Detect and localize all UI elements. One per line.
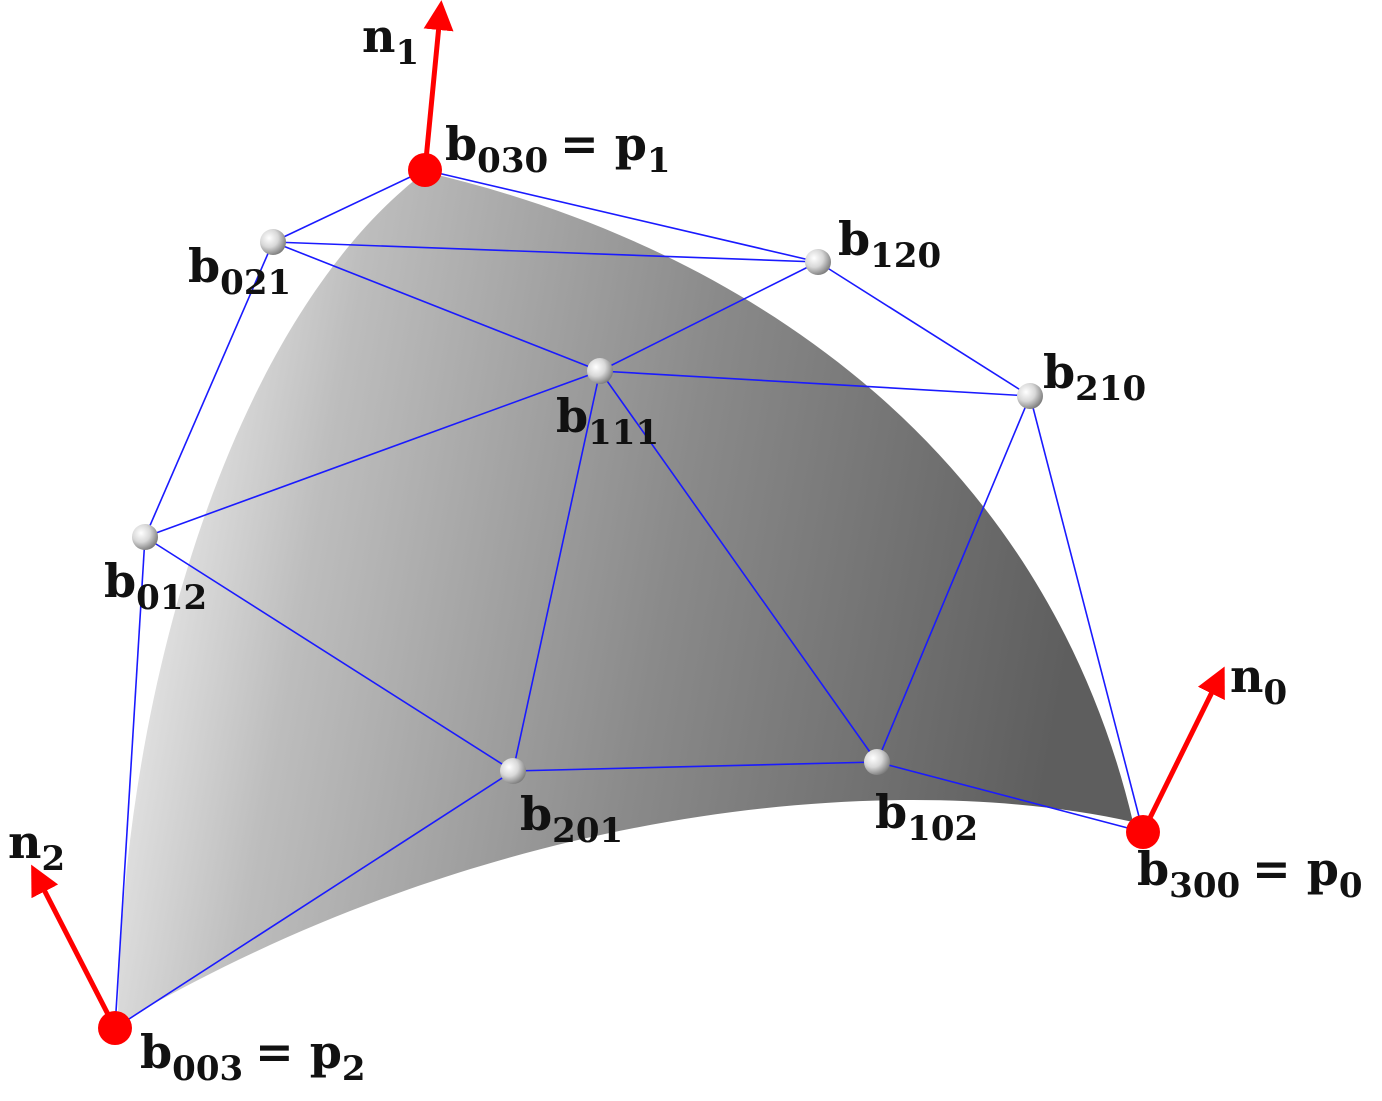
- control-net-edge-b210-b300: [1029, 395, 1144, 833]
- control-net-edge-b012-b201: [144, 536, 514, 772]
- label-main: b: [445, 117, 477, 171]
- label-main: b: [875, 785, 907, 839]
- normal-label-n2: n2: [8, 815, 65, 879]
- label-equals: = p: [560, 117, 647, 171]
- label-main: b: [1137, 842, 1169, 896]
- control-net-edge-b201-b003: [114, 770, 514, 1029]
- point-label-b300: b300 = p0: [1137, 842, 1363, 906]
- label-subscript: 102: [907, 809, 978, 849]
- control-net-edge-b111-b201: [512, 370, 601, 772]
- point-label-b102: b102: [875, 785, 978, 849]
- control-point-b210: [1017, 383, 1043, 409]
- label-subscript: 111: [588, 413, 659, 453]
- normal-arrow-n1: [422, 0, 454, 171]
- point-label-b120: b120: [838, 212, 941, 276]
- control-net-edge-b210-b102: [876, 395, 1031, 763]
- label-main: b: [838, 212, 870, 266]
- label-main: n: [1230, 649, 1263, 703]
- label-equals: = p: [1252, 842, 1339, 896]
- control-point-b012: [132, 524, 158, 550]
- label-subscript: 120: [870, 236, 941, 276]
- label-main: n: [362, 9, 395, 63]
- label-equals: = p: [255, 1025, 342, 1079]
- control-points: [98, 153, 1160, 1045]
- corner-point-b030: [408, 153, 442, 187]
- label-subscript: 003: [172, 1049, 243, 1089]
- label-subscript: 2: [41, 839, 65, 879]
- label-main: b: [1043, 345, 1075, 399]
- control-net-edge-b012-b003: [114, 536, 146, 1029]
- control-net-edge-b201-b102: [512, 761, 878, 772]
- label-equals-subscript: 2: [342, 1049, 366, 1089]
- control-net-edge-b111-b102: [599, 370, 878, 763]
- control-point-b111: [587, 358, 613, 384]
- control-net-edge-b021-b120: [272, 241, 819, 263]
- corner-point-b003: [98, 1011, 132, 1045]
- control-net-edge-b111-b210: [599, 370, 1031, 397]
- point-label-b003: b003 = p2: [140, 1025, 366, 1089]
- label-subscript: 300: [1169, 866, 1240, 906]
- bezier-surface: [118, 172, 1133, 1024]
- label-main: b: [188, 239, 220, 293]
- normal-label-n1: n1: [362, 9, 419, 73]
- point-label-b201: b201: [520, 787, 623, 851]
- label-subscript: 1: [395, 33, 419, 73]
- point-label-b012: b012: [104, 554, 207, 618]
- corner-point-b300: [1126, 815, 1160, 849]
- label-subscript: 0: [1263, 673, 1287, 713]
- label-main: b: [140, 1025, 172, 1079]
- control-net-edge-b120-b111: [599, 261, 819, 372]
- control-net-edge-b030-b021: [272, 169, 426, 243]
- control-net-edge-b021-b012: [144, 241, 274, 538]
- label-main: b: [520, 787, 552, 841]
- label-subscript: 012: [136, 578, 207, 618]
- control-net-edge-b021-b111: [272, 241, 601, 372]
- normal-arrow-n0: [1140, 666, 1225, 834]
- normals: [31, 0, 1225, 1030]
- label-equals-subscript: 0: [1339, 866, 1363, 906]
- control-point-b201: [500, 758, 526, 784]
- control-net-edge-b012-b111: [144, 370, 601, 538]
- label-main: n: [8, 815, 41, 869]
- control-net: [114, 169, 1144, 1029]
- control-net-edge-b102-b300: [876, 761, 1144, 833]
- control-point-b102: [864, 749, 890, 775]
- label-equals-subscript: 1: [647, 141, 671, 181]
- control-point-b021: [260, 229, 286, 255]
- label-subscript: 030: [477, 141, 548, 181]
- label-subscript: 210: [1075, 369, 1146, 409]
- control-net-edge-b120-b210: [817, 261, 1031, 397]
- point-label-b030: b030 = p1: [445, 117, 671, 181]
- control-point-b120: [805, 249, 831, 275]
- point-label-b210: b210: [1043, 345, 1146, 409]
- normal-arrow-n2: [31, 864, 118, 1030]
- label-subscript: 201: [552, 811, 623, 851]
- point-label-b021: b021: [188, 239, 291, 303]
- label-subscript: 021: [220, 263, 291, 303]
- label-main: b: [556, 389, 588, 443]
- label-main: b: [104, 554, 136, 608]
- normal-label-n0: n0: [1230, 649, 1287, 713]
- control-net-edge-b030-b120: [424, 169, 819, 263]
- point-label-b111: b111: [556, 389, 659, 453]
